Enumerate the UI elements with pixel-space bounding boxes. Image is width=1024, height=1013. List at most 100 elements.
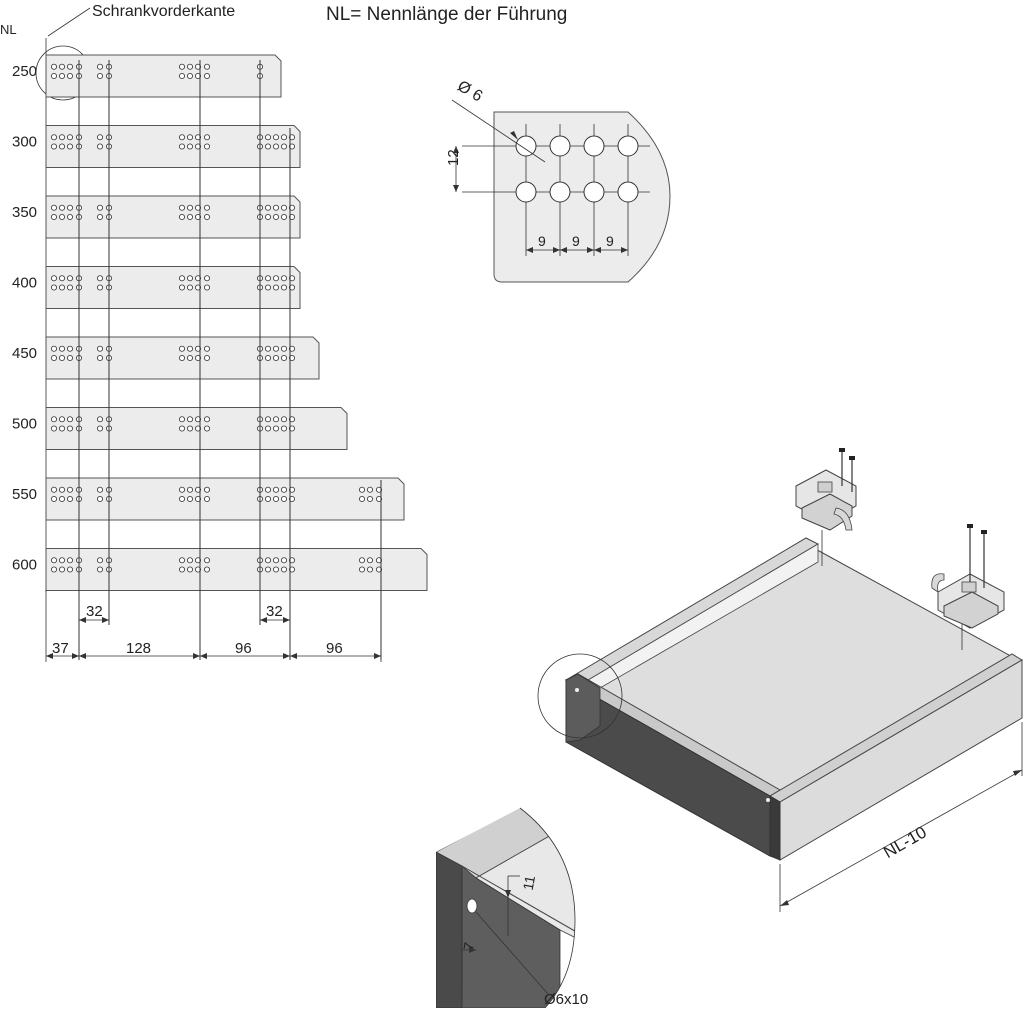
mounting-hole — [96, 425, 104, 432]
detail-hole — [515, 135, 537, 157]
mounting-hole — [264, 495, 272, 503]
mounting-hole — [178, 354, 186, 362]
mounting-hole — [272, 486, 280, 493]
mounting-hole — [58, 495, 66, 503]
rail-nl-label: 550 — [12, 486, 37, 503]
mounting-hole — [280, 495, 288, 503]
mounting-hole — [203, 63, 211, 70]
mounting-hole — [264, 134, 272, 141]
mounting-hole — [288, 284, 296, 291]
mounting-hole — [288, 425, 296, 432]
mounting-hole — [194, 134, 202, 141]
pitch-3-text: 9 — [606, 233, 614, 249]
mounting-hole — [272, 557, 280, 564]
mounting-hole — [50, 63, 58, 70]
mounting-hole — [178, 416, 186, 423]
drawer-isometric: NL-10 — [537, 530, 1023, 912]
mounting-hole — [186, 204, 194, 211]
mounting-hole — [58, 275, 66, 282]
mounting-hole — [280, 345, 288, 352]
dim-32-left-text: 32 — [86, 603, 103, 620]
mounting-hole — [186, 416, 194, 423]
mounting-hole — [178, 486, 186, 493]
pitch-2-text: 9 — [572, 233, 580, 249]
mounting-hole — [203, 345, 211, 352]
detail-hole — [515, 181, 537, 203]
mounting-hole — [288, 134, 296, 141]
hole-pattern-detail: Ø 6 12 9 9 9 — [445, 78, 671, 283]
mounting-hole — [96, 345, 104, 352]
mounting-hole — [178, 63, 186, 70]
rail-600: 600 — [12, 548, 428, 591]
mounting-hole — [186, 345, 194, 352]
mounting-hole — [272, 134, 280, 141]
mounting-hole — [272, 416, 280, 423]
mounting-hole — [272, 204, 280, 211]
mounting-hole — [288, 345, 296, 352]
diameter-text: Ø 6 — [454, 78, 485, 106]
mounting-hole — [178, 557, 186, 564]
corner-detail: 11 7 Ø6x10 — [436, 807, 588, 1009]
title-label: NL= Nennlänge der Führung — [326, 4, 567, 25]
dim-chain-bottom: 37 128 96 96 — [45, 590, 382, 662]
mounting-hole — [50, 495, 58, 503]
mounting-hole — [280, 354, 288, 362]
drawer-corner-post — [769, 795, 781, 861]
mounting-hole — [50, 416, 58, 423]
mounting-hole — [264, 354, 272, 362]
mounting-hole — [288, 486, 296, 493]
rail-nl-label: 600 — [12, 556, 37, 573]
mounting-hole — [96, 284, 104, 291]
mounting-hole — [96, 204, 104, 211]
rail-250: 250 — [12, 54, 282, 98]
detail-hole — [549, 181, 571, 203]
rail-400: 400 — [12, 266, 301, 309]
corner-dim-7-text: 7 — [460, 941, 477, 952]
rail-300: 300 — [12, 125, 301, 168]
mounting-hole — [264, 204, 272, 211]
mounting-hole — [66, 72, 74, 80]
mounting-hole — [280, 134, 288, 141]
rail-nl-label: 500 — [12, 415, 37, 432]
rail-350: 350 — [12, 195, 301, 239]
mounting-hole — [194, 354, 202, 362]
mounting-hole — [50, 213, 58, 221]
mounting-hole — [178, 345, 186, 352]
mounting-hole — [280, 486, 288, 493]
mounting-hole — [50, 143, 58, 150]
mounting-hole — [272, 275, 280, 282]
mounting-hole — [203, 416, 211, 423]
mounting-hole — [58, 72, 66, 80]
mounting-hole — [96, 275, 104, 282]
mounting-hole — [58, 416, 66, 423]
mounting-hole — [264, 416, 272, 423]
dim-32-left: 32 — [79, 603, 109, 623]
mounting-hole — [66, 486, 74, 493]
mounting-hole — [280, 213, 288, 221]
mounting-hole — [264, 213, 272, 221]
mounting-hole — [66, 213, 74, 221]
mounting-hole — [366, 486, 374, 493]
mounting-hole — [186, 566, 194, 573]
nl-column-label: NL — [0, 22, 17, 37]
mounting-hole — [96, 566, 104, 573]
mounting-hole — [96, 213, 104, 221]
mounting-hole — [194, 416, 202, 423]
mounting-hole — [186, 213, 194, 221]
dim-32-right-text: 32 — [266, 603, 283, 620]
diameter-leader — [451, 99, 546, 163]
mounting-hole — [66, 345, 74, 352]
mounting-hole — [288, 495, 296, 503]
detail-hole — [583, 181, 605, 203]
mounting-hole — [366, 495, 374, 503]
mounting-hole — [66, 416, 74, 423]
mounting-hole — [66, 495, 74, 503]
mounting-hole — [288, 416, 296, 423]
mounting-hole — [288, 566, 296, 573]
mounting-hole — [264, 345, 272, 352]
mounting-hole — [264, 143, 272, 150]
dim-96b-text: 96 — [326, 640, 343, 657]
mounting-hole — [272, 143, 280, 150]
